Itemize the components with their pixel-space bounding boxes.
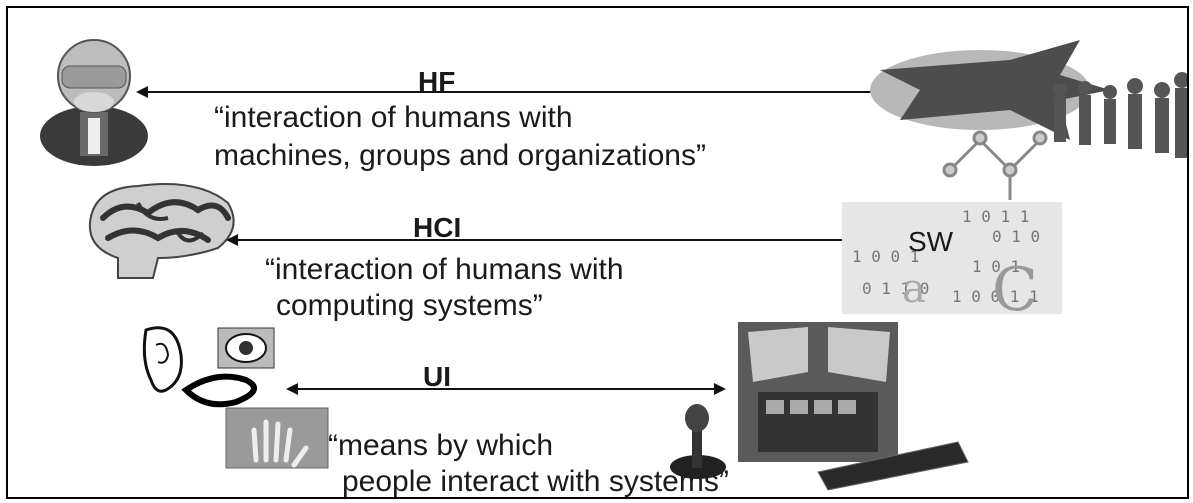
hci-description-line2: computing systems” <box>276 289 543 322</box>
svg-text:0 1 0: 0 1 0 <box>992 227 1040 246</box>
hf-arrow <box>136 86 896 98</box>
hci-description-line1: “interaction of humans with <box>265 253 624 286</box>
svg-text:1 0 0 1 1: 1 0 0 1 1 <box>952 287 1039 306</box>
hci-arrow <box>226 234 916 246</box>
ui-label: UI <box>423 361 451 392</box>
sw-label: SW <box>908 226 954 257</box>
svg-text:1 0 1: 1 0 1 <box>972 257 1020 276</box>
svg-text:1 0 1 1: 1 0 1 1 <box>962 207 1029 226</box>
pilot-avatar-icon <box>40 39 148 166</box>
hf-label: HF <box>418 66 456 97</box>
jet-and-people-icon <box>870 40 1187 200</box>
senses-icon <box>142 326 329 469</box>
brain-icon <box>88 183 235 279</box>
ui-description-line1: “means by which <box>328 429 554 462</box>
cockpit-icon <box>670 322 969 491</box>
svg-text:C: C <box>992 255 1038 325</box>
svg-text:a: a <box>902 266 926 312</box>
ui-arrow <box>286 383 726 395</box>
software-code-icon: 1 0 1 10 1 0 1 0 0 1 1 0 1 0 1 1 0 1 0 0 1 … <box>842 202 1062 325</box>
hci-label: HCI <box>413 212 462 243</box>
hf-description-line2: machines, groups and organizations” <box>214 139 706 172</box>
diagram-frame: HF “interaction of humans with machines,… <box>6 6 1189 499</box>
hf-description-line1: “interaction of humans with <box>214 101 573 134</box>
svg-text:0 1 1 0: 0 1 1 0 <box>862 279 929 298</box>
ui-description-line2: people interact with systems” <box>342 465 729 498</box>
svg-text:1 0 0 1: 1 0 0 1 <box>852 247 919 266</box>
